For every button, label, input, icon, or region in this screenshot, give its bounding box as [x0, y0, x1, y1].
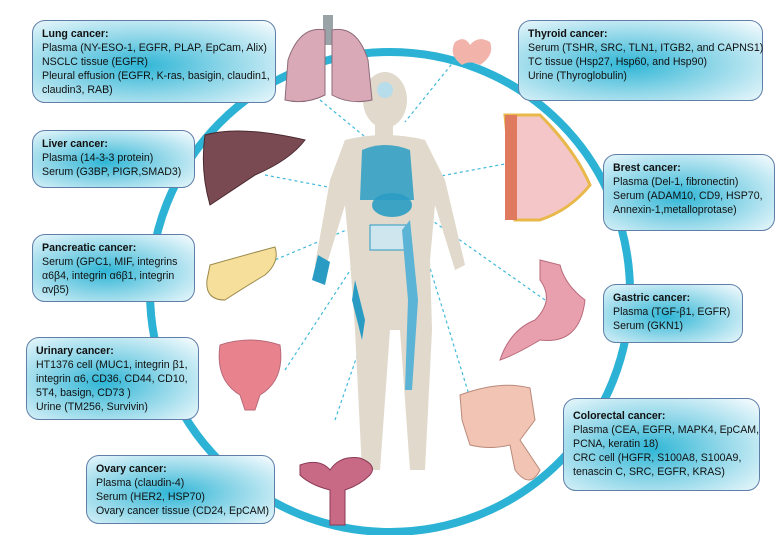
- box-line: Serum (TSHR, SRC, TLN1, ITGB2, and CAPNS…: [528, 42, 764, 54]
- bladder-organ: [218, 339, 282, 411]
- box-line: αvβ5): [42, 284, 69, 296]
- box-line: Urine (Thyroglobulin): [528, 70, 627, 82]
- box-title: Urinary cancer:: [36, 345, 114, 357]
- colorectal-cancer-box: Colorectal cancer: Plasma (CEA, EGFR, MA…: [563, 398, 760, 491]
- box-title: Colorectal cancer:: [573, 410, 666, 422]
- box-line: claudin3, RAB): [42, 84, 113, 96]
- connector-stomach: [419, 211, 546, 301]
- lung-cancer-box: Lung cancer: Plasma (NY-ESO-1, EGFR, PLA…: [32, 20, 276, 103]
- box-line: Plasma (CEA, EGFR, MAPK4, EpCAM,: [573, 424, 760, 436]
- box-line: Plasma (claudin-4): [96, 477, 185, 489]
- colon-organ: [459, 384, 541, 481]
- box-line: tenascin C, SRC, EGFR, KRAS): [573, 466, 725, 478]
- box-line: Plasma (NY-ESO-1, EGFR, PLAP, EpCam, Ali…: [42, 42, 267, 54]
- human-body: [312, 72, 465, 470]
- uterus-organ: [299, 457, 373, 526]
- box-title: Ovary cancer:: [96, 463, 167, 475]
- box-title: Pancreatic cancer:: [42, 242, 137, 254]
- box-line: Annexin-1,metalloprotase): [613, 204, 737, 216]
- ovary-cancer-box: Ovary cancer: Plasma (claudin-4) Serum (…: [86, 455, 275, 524]
- box-line: Ovary cancer tissue (CD24, EpCAM): [96, 505, 270, 517]
- box-line: 5T4, basign, CD73 ): [36, 387, 131, 399]
- box-line: NSCLC tissue (EGFR): [42, 56, 148, 68]
- thyroid-organ: [452, 39, 492, 65]
- box-line: CRC cell (HGFR, S100A8, S100A9,: [573, 452, 742, 464]
- connector-thyroid: [404, 59, 456, 123]
- liver-organ: [202, 130, 306, 206]
- box-title: Brest cancer:: [613, 162, 681, 174]
- box-line: TC tissue (Hsp27, Hsp60, and Hsp90): [528, 56, 707, 68]
- box-line: PCNA, keratin 18): [573, 438, 659, 450]
- box-title: Thyroid cancer:: [528, 28, 608, 40]
- pancreatic-cancer-box: Pancreatic cancer: Serum (GPC1, MIF, int…: [32, 234, 195, 302]
- box-title: Gastric cancer:: [613, 292, 691, 304]
- box-line: Pleural effusion (EGFR, K-ras, basigin, …: [42, 70, 270, 82]
- box-line: Serum (GKN1): [613, 320, 684, 332]
- box-line: Serum (ADAM10, CD9, HSP70,: [613, 190, 763, 202]
- box-line: Serum (GPC1, MIF, integrins: [42, 256, 178, 268]
- box-line: integrin α6, CD36, CD44, CD10,: [36, 373, 188, 385]
- breast-cancer-box: Brest cancer: Plasma (Del-1, fibronectin…: [603, 154, 775, 231]
- box-line: Serum (G3BP, PIGR,SMAD3): [42, 166, 182, 178]
- thyroid-cancer-box: Thyroid cancer: Serum (TSHR, SRC, TLN1, …: [518, 20, 763, 101]
- box-line: α6β4, integrin α6β1, integrin: [42, 270, 175, 282]
- connector-colon: [429, 267, 471, 399]
- breast-organ: [503, 113, 592, 222]
- pancreas-organ: [206, 246, 277, 301]
- box-line: Serum (HER2, HSP70): [96, 491, 205, 503]
- connector-bladder: [284, 239, 371, 371]
- box-line: Plasma (Del-1, fibronectin): [613, 176, 739, 188]
- urinary-cancer-box: Urinary cancer: HT1376 cell (MUC1, integ…: [26, 337, 199, 420]
- box-line: Plasma (14-3-3 protein): [42, 152, 154, 164]
- box-line: Urine (TM256, Survivin): [36, 401, 148, 413]
- liver-cancer-box: Liver cancer: Plasma (14-3-3 protein) Se…: [32, 130, 195, 188]
- box-line: Plasma (TGF-β1, EGFR): [613, 306, 731, 318]
- lungs-organ: [284, 15, 373, 103]
- box-line: HT1376 cell (MUC1, integrin β1,: [36, 359, 188, 371]
- gastric-cancer-box: Gastric cancer: Plasma (TGF-β1, EGFR) Se…: [603, 284, 743, 343]
- box-title: Lung cancer:: [42, 28, 109, 40]
- box-title: Liver cancer:: [42, 138, 108, 150]
- stomach-organ: [499, 259, 586, 361]
- connector-breast: [429, 162, 511, 179]
